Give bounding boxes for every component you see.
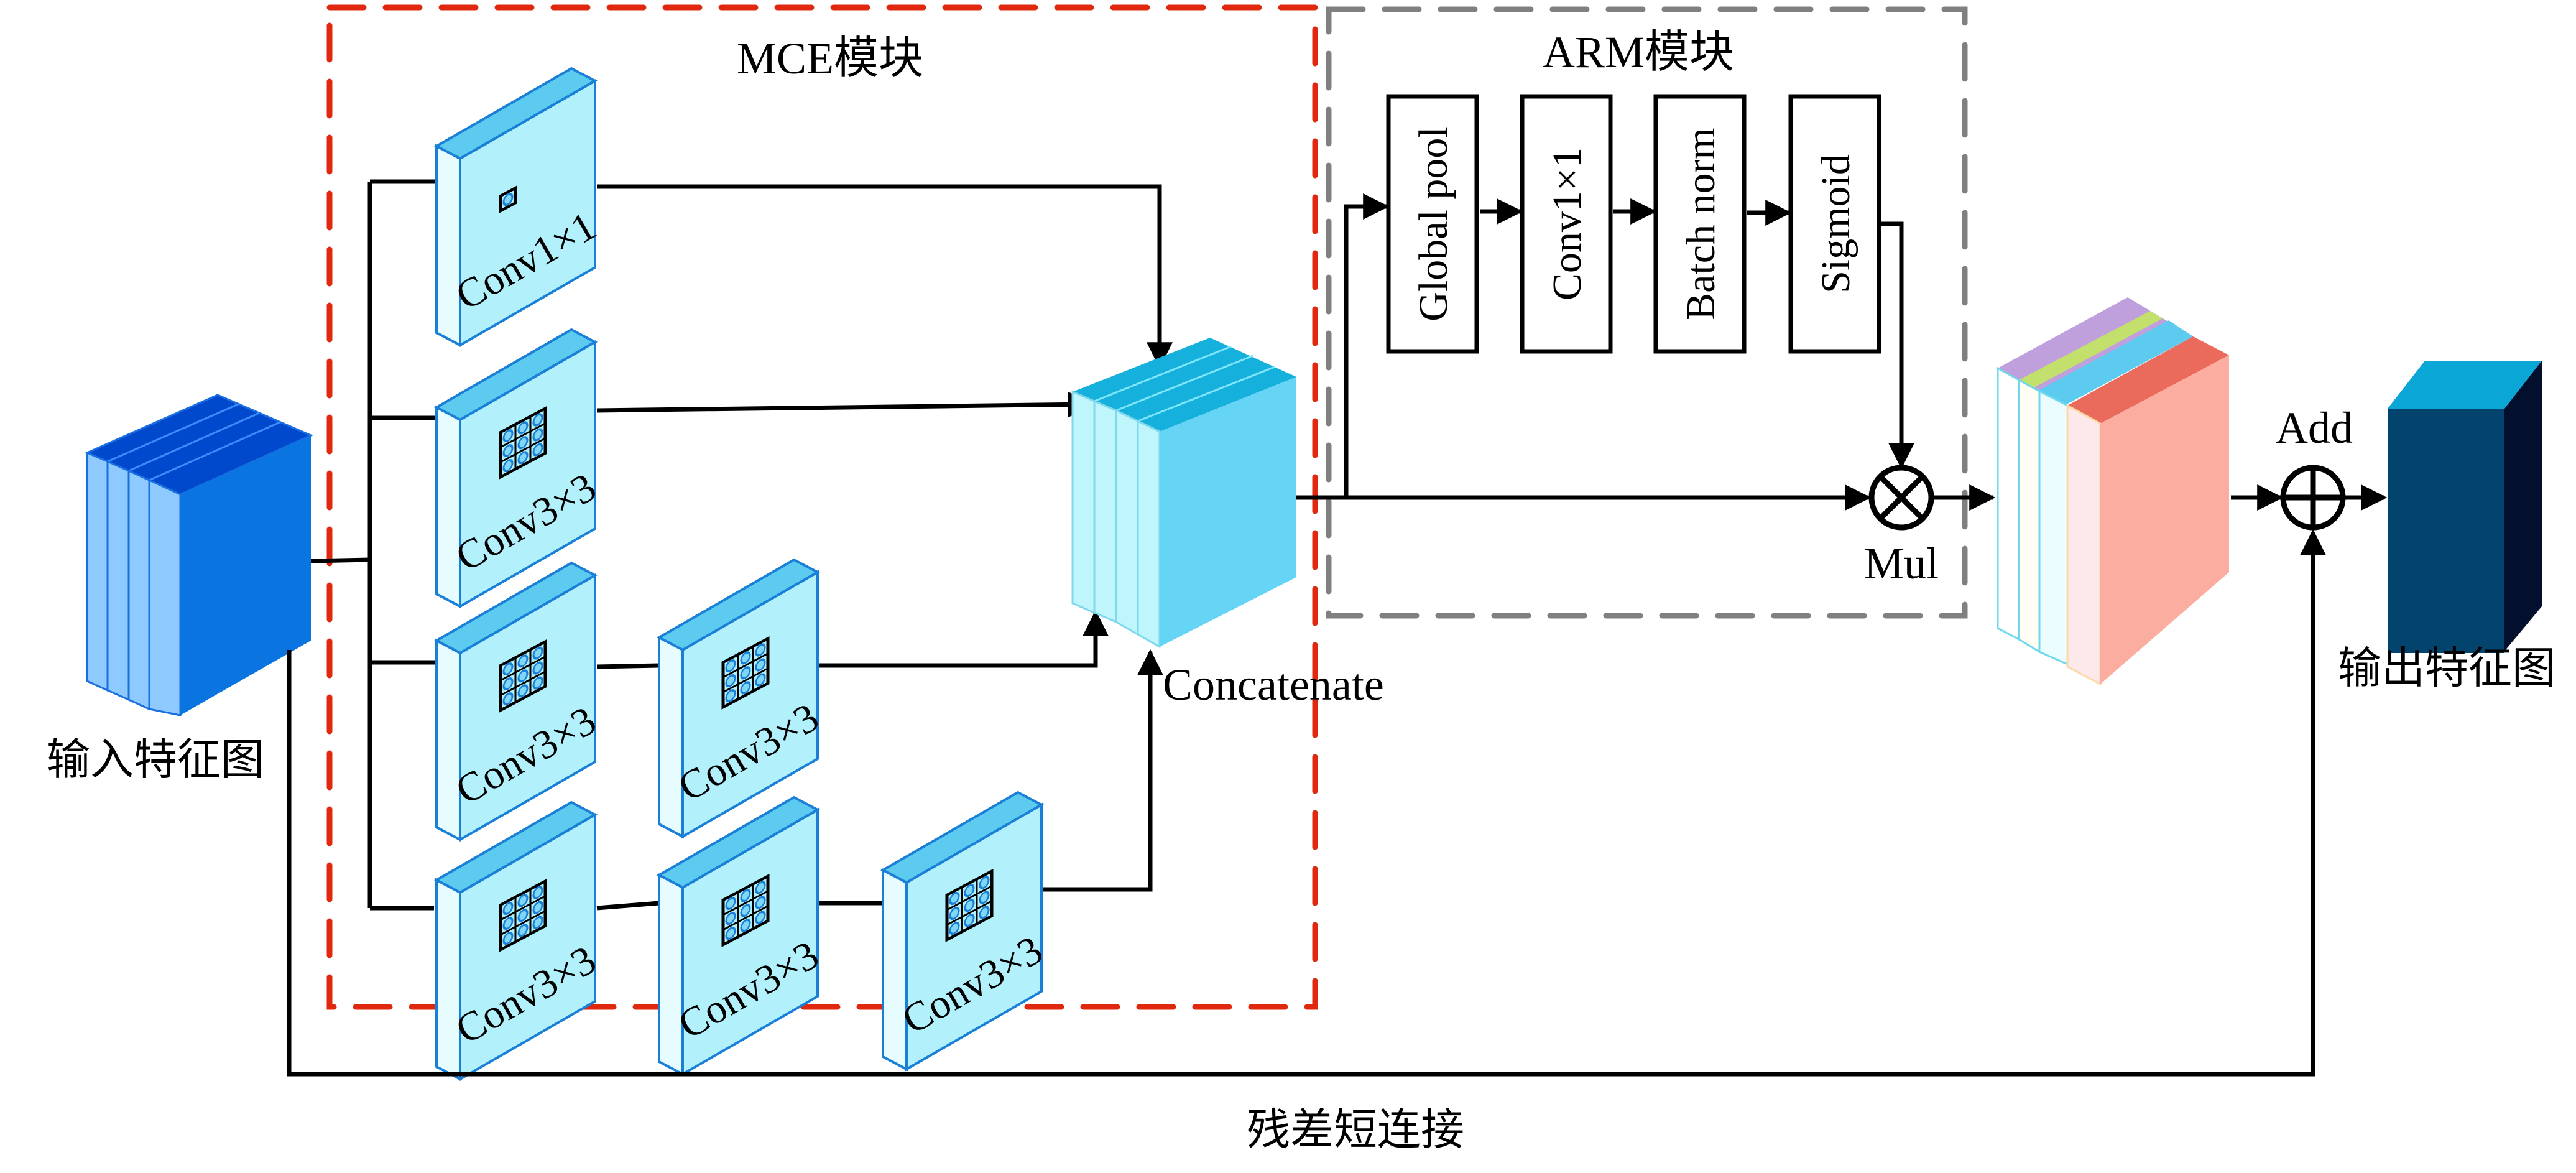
input-feature-map: [85, 394, 313, 716]
branch-wires: [310, 179, 1173, 911]
kernel-3x3-icon: [721, 636, 770, 710]
mul-operator: [1868, 465, 1934, 531]
arm-wires: [1296, 193, 1996, 511]
concat-label: Concatenate: [1163, 660, 1384, 710]
kernel-3x3-icon: [945, 868, 994, 942]
conv-block: Conv3×3: [880, 790, 1050, 1072]
add-operator: [2280, 465, 2346, 531]
mul-label: Mul: [1864, 539, 1939, 588]
arm-block: Batch norm: [1653, 94, 1747, 354]
conv-block: Conv3×3: [656, 558, 826, 839]
output-feature-map: [2388, 361, 2542, 653]
kernel-3x3-icon: [499, 406, 547, 480]
arm-module-border: [1326, 6, 1968, 619]
arm-block-label: Sigmoid: [1813, 154, 1858, 294]
mce-module-border: [326, 4, 1318, 1010]
kernel-1x1-icon: [499, 185, 517, 213]
kernel-3x3-icon: [499, 878, 547, 952]
conv-block: Conv3×3: [433, 328, 604, 609]
kernel-3x3-icon: [499, 639, 547, 713]
arm-module-title: ARM模块: [1543, 27, 1734, 77]
output-label: 输出特征图: [2338, 642, 2555, 693]
kernel-3x3-icon: [721, 873, 770, 947]
residual-label: 残差短连接: [1247, 1104, 1464, 1155]
mce-module-title: MCE模块: [737, 34, 923, 83]
arm-block-label: Batch norm: [1678, 128, 1724, 320]
conv-block: Conv3×3: [656, 795, 826, 1077]
input-label: 输入特征图: [47, 734, 264, 785]
concat-feature-map: [1071, 338, 1296, 649]
conv-block: Conv3×3: [433, 800, 604, 1082]
attention-feature-map: [1997, 297, 2229, 686]
arm-block-label: Conv1×1: [1544, 147, 1590, 300]
conv-block: Conv1×1: [433, 67, 604, 348]
add-label: Add: [2276, 403, 2353, 453]
arm-block: Conv1×1: [1520, 94, 1613, 354]
residual-shortcut-wire: [287, 529, 2326, 1077]
arm-blocks: Global pool Conv1×1 Batch norm Sigmoid: [1386, 94, 1881, 354]
arm-block: Global pool: [1386, 94, 1479, 354]
arm-block-label: Global pool: [1411, 126, 1456, 321]
arm-block: Sigmoid: [1788, 94, 1881, 354]
